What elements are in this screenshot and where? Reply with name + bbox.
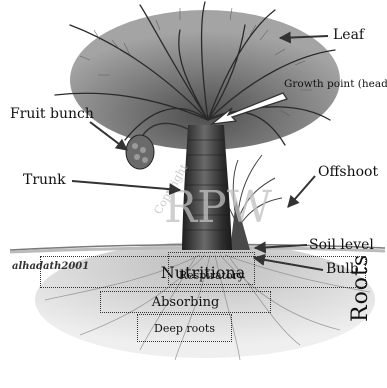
label-trunk: Trunk (23, 173, 66, 187)
label-fruit-bunch: Fruit bunch (10, 107, 94, 121)
arrow-offshoot (288, 176, 315, 207)
label-soil-level: Soil level (309, 238, 374, 252)
label-offshoot: Offshoot (318, 165, 378, 179)
label-growth-point: Growth point (head (284, 79, 387, 90)
watermark-letters: RPW (164, 182, 273, 233)
label-leaf: Leaf (333, 28, 364, 42)
zone-respiratory-roots: Respiratory (168, 252, 255, 285)
zone-deep-roots: Deep roots (137, 314, 232, 342)
zone-absorbing-roots: Absorbing (100, 291, 271, 313)
